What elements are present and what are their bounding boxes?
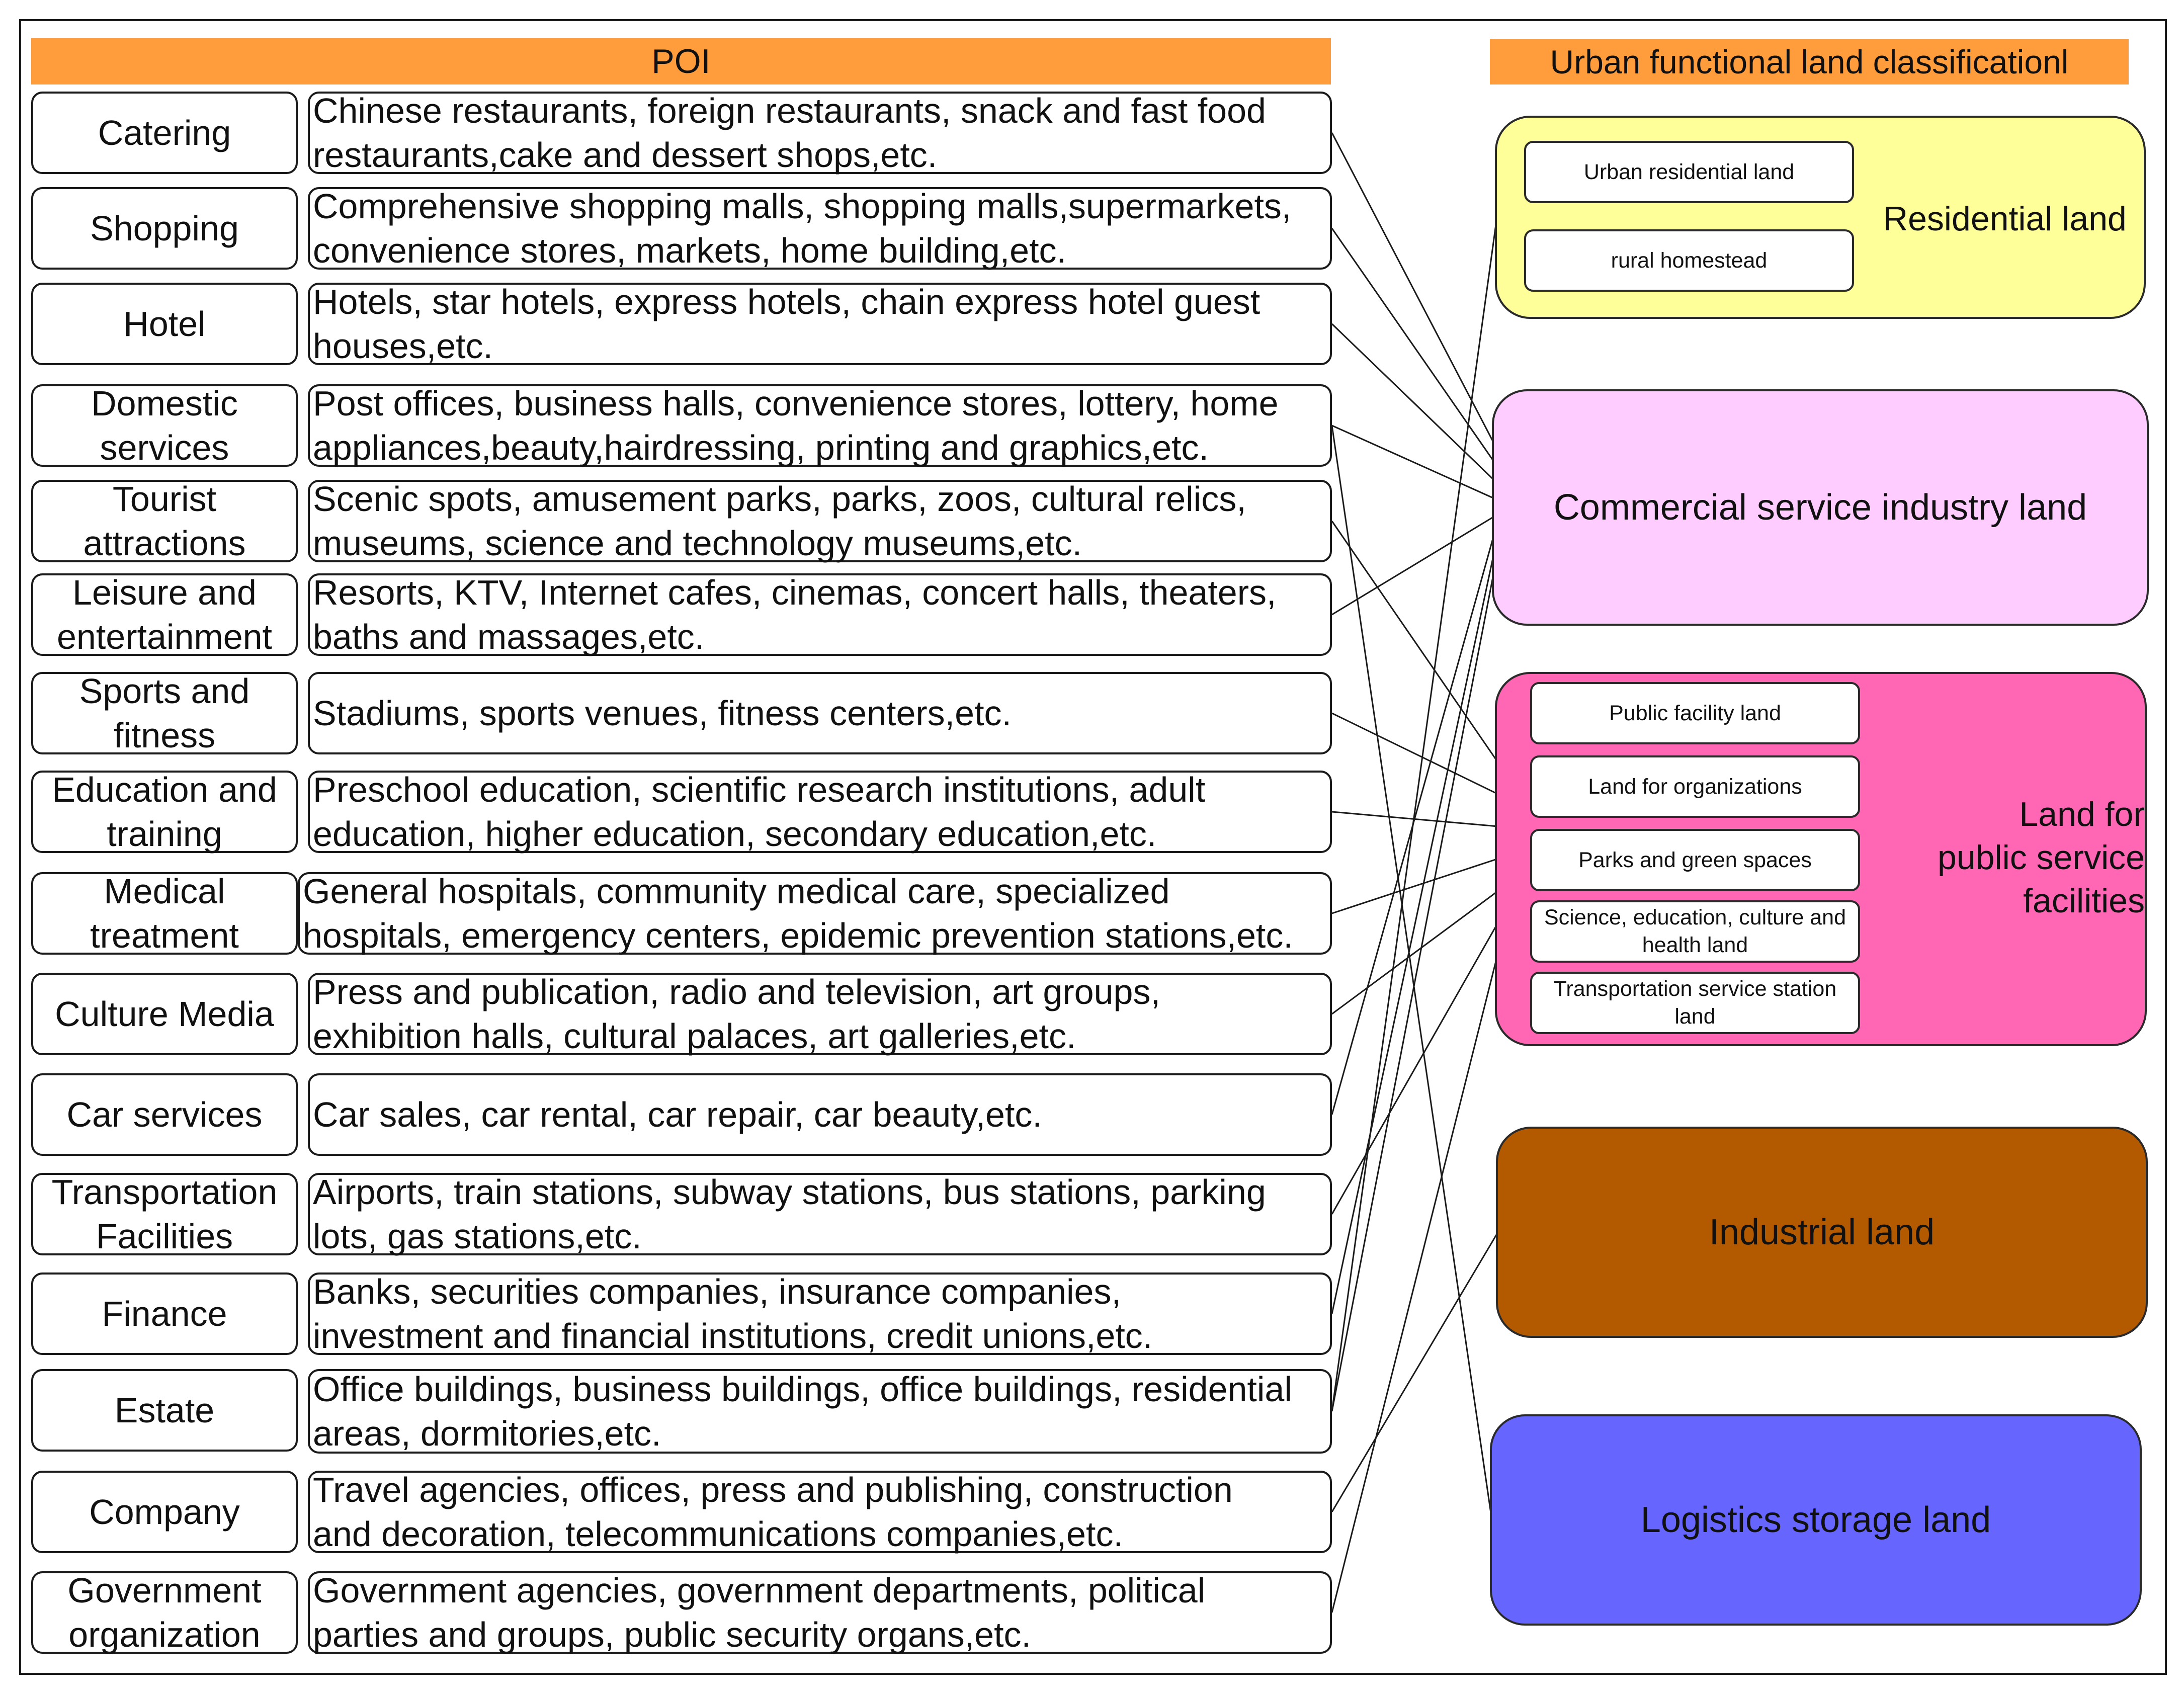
poi-description-text: Car sales, car rental, car repair, car b…: [313, 1095, 1042, 1134]
land-for-organizations-box: Land for organizations: [1530, 755, 1860, 818]
land-for-organizations-label: Land for organizations: [1588, 774, 1802, 799]
poi-category-label: Tourist attractions: [83, 479, 246, 563]
poi-description-box: Government agencies, government departme…: [308, 1571, 1332, 1654]
poi-header-label: POI: [651, 42, 711, 80]
urban-residential-land-label: Urban residential land: [1583, 159, 1795, 184]
poi-description-text: Travel agencies, offices, press and publ…: [313, 1470, 1233, 1554]
residential-land-label: Residential land: [1883, 200, 2127, 238]
industrial-land-zone: Industrial land: [1496, 1127, 2148, 1338]
diagram-frame: [19, 19, 2167, 1675]
logistics-storage-land-label: Logistics storage land: [1640, 1500, 1991, 1540]
poi-description-box: Hotels, star hotels, express hotels, cha…: [308, 282, 1332, 366]
public-service-land-zone: Public facility land Land for organizati…: [1495, 672, 2147, 1046]
poi-category-label: Leisure and entertainment: [56, 573, 273, 656]
urban-residential-land-box: Urban residential land: [1524, 141, 1854, 203]
parks-green-spaces-box: Parks and green spaces: [1530, 829, 1860, 891]
poi-category-box: Catering: [31, 92, 298, 174]
poi-description-text: Office buildings, business buildings, of…: [313, 1370, 1292, 1453]
poi-category-box: Hotel: [31, 283, 298, 365]
parks-green-spaces-label: Parks and green spaces: [1578, 847, 1812, 872]
science-education-land-box: Science, education, culture and health l…: [1530, 900, 1860, 963]
poi-description-box: Banks, securities companies, insurance c…: [308, 1272, 1332, 1355]
science-education-land-label: Science, education, culture and health l…: [1544, 905, 1846, 957]
rural-homestead-label: rural homestead: [1611, 248, 1768, 273]
poi-category-label: Culture Media: [55, 994, 274, 1034]
public-service-land-label: Land for public service facilities: [1938, 795, 2145, 920]
poi-category-box: Transportation Facilities: [31, 1172, 298, 1256]
poi-category-label: Transportation Facilities: [51, 1172, 278, 1256]
public-facility-land-label: Public facility land: [1609, 701, 1781, 725]
poi-category-label: Car services: [66, 1095, 263, 1134]
transportation-station-land-box: Transportation service station land: [1530, 972, 1860, 1034]
public-facility-land-box: Public facility land: [1530, 682, 1860, 744]
poi-description-box: Press and publication, radio and televis…: [308, 972, 1332, 1056]
poi-description-text: Comprehensive shopping malls, shopping m…: [313, 187, 1292, 270]
poi-description-box: Resorts, KTV, Internet cafes, cinemas, c…: [308, 573, 1332, 656]
poi-description-box: Post offices, business halls, convenienc…: [308, 384, 1332, 467]
poi-category-label: Medical treatment: [90, 872, 239, 955]
poi-category-box: Domestic services: [31, 384, 298, 467]
logistics-storage-land-zone: Logistics storage land: [1490, 1414, 2142, 1626]
poi-description-text: Resorts, KTV, Internet cafes, cinemas, c…: [313, 573, 1277, 656]
poi-category-label: Domestic services: [91, 384, 238, 467]
poi-description-text: Airports, train stations, subway station…: [313, 1172, 1266, 1256]
poi-description-text: Stadiums, sports venues, fitness centers…: [313, 694, 1012, 733]
poi-description-box: Preschool education, scientific research…: [308, 770, 1332, 854]
residential-land-zone: Urban residential land rural homestead R…: [1495, 116, 2146, 319]
poi-category-box: Tourist attractions: [31, 479, 298, 563]
poi-description-text: Press and publication, radio and televis…: [313, 972, 1160, 1056]
rural-homestead-box: rural homestead: [1524, 229, 1854, 292]
poi-category-label: Hotel: [123, 304, 206, 344]
poi-description-text: Scenic spots, amusement parks, parks, zo…: [313, 479, 1246, 563]
poi-category-box: Culture Media: [31, 973, 298, 1055]
poi-category-box: Estate: [31, 1369, 298, 1452]
poi-category-box: Government organization: [31, 1571, 298, 1654]
poi-description-text: General hospitals, community medical car…: [303, 872, 1293, 955]
poi-category-box: Education and training: [31, 770, 298, 854]
poi-category-label: Estate: [114, 1391, 215, 1430]
commercial-land-zone: Commercial service industry land: [1492, 389, 2149, 626]
poi-category-box: Leisure and entertainment: [31, 573, 298, 656]
poi-category-label: Company: [89, 1492, 240, 1532]
poi-description-text: Post offices, business halls, convenienc…: [313, 384, 1279, 467]
poi-description-box: General hospitals, community medical car…: [298, 872, 1332, 955]
poi-description-box: Airports, train stations, subway station…: [308, 1172, 1332, 1256]
poi-description-text: Banks, securities companies, insurance c…: [313, 1272, 1153, 1355]
poi-category-box: Company: [31, 1471, 298, 1553]
poi-category-box: Medical treatment: [31, 872, 298, 955]
poi-category-label: Catering: [98, 113, 231, 152]
poi-description-box: Travel agencies, offices, press and publ…: [308, 1470, 1332, 1554]
poi-description-box: Stadiums, sports venues, fitness centers…: [308, 672, 1332, 754]
poi-category-label: Shopping: [90, 209, 239, 248]
poi-description-box: Office buildings, business buildings, of…: [308, 1369, 1332, 1454]
classification-header-label: Urban functional land classificationl: [1550, 43, 2069, 80]
poi-category-box: Sports and fitness: [31, 671, 298, 755]
poi-description-box: Chinese restaurants, foreign restaurants…: [308, 91, 1332, 175]
poi-description-text: Government agencies, government departme…: [313, 1571, 1206, 1654]
poi-description-box: Comprehensive shopping malls, shopping m…: [308, 187, 1332, 270]
poi-description-box: Scenic spots, amusement parks, parks, zo…: [308, 479, 1332, 563]
poi-category-label: Education and training: [52, 770, 277, 854]
poi-header: POI: [31, 38, 1331, 84]
poi-description-box: Car sales, car rental, car repair, car b…: [308, 1073, 1332, 1156]
poi-description-text: Hotels, star hotels, express hotels, cha…: [313, 282, 1261, 366]
transportation-station-land-label: Transportation service station land: [1553, 977, 1837, 1029]
poi-category-box: Finance: [31, 1272, 298, 1355]
industrial-land-label: Industrial land: [1709, 1212, 1935, 1252]
commercial-land-label: Commercial service industry land: [1553, 487, 2087, 528]
poi-description-text: Preschool education, scientific research…: [313, 770, 1206, 854]
poi-description-text: Chinese restaurants, foreign restaurants…: [313, 91, 1266, 175]
poi-category-box: Car services: [31, 1073, 298, 1156]
poi-category-label: Sports and fitness: [79, 671, 250, 755]
poi-category-label: Finance: [102, 1294, 227, 1333]
poi-category-label: Government organization: [67, 1571, 262, 1654]
poi-category-box: Shopping: [31, 187, 298, 270]
classification-header: Urban functional land classificationl: [1490, 39, 2129, 84]
